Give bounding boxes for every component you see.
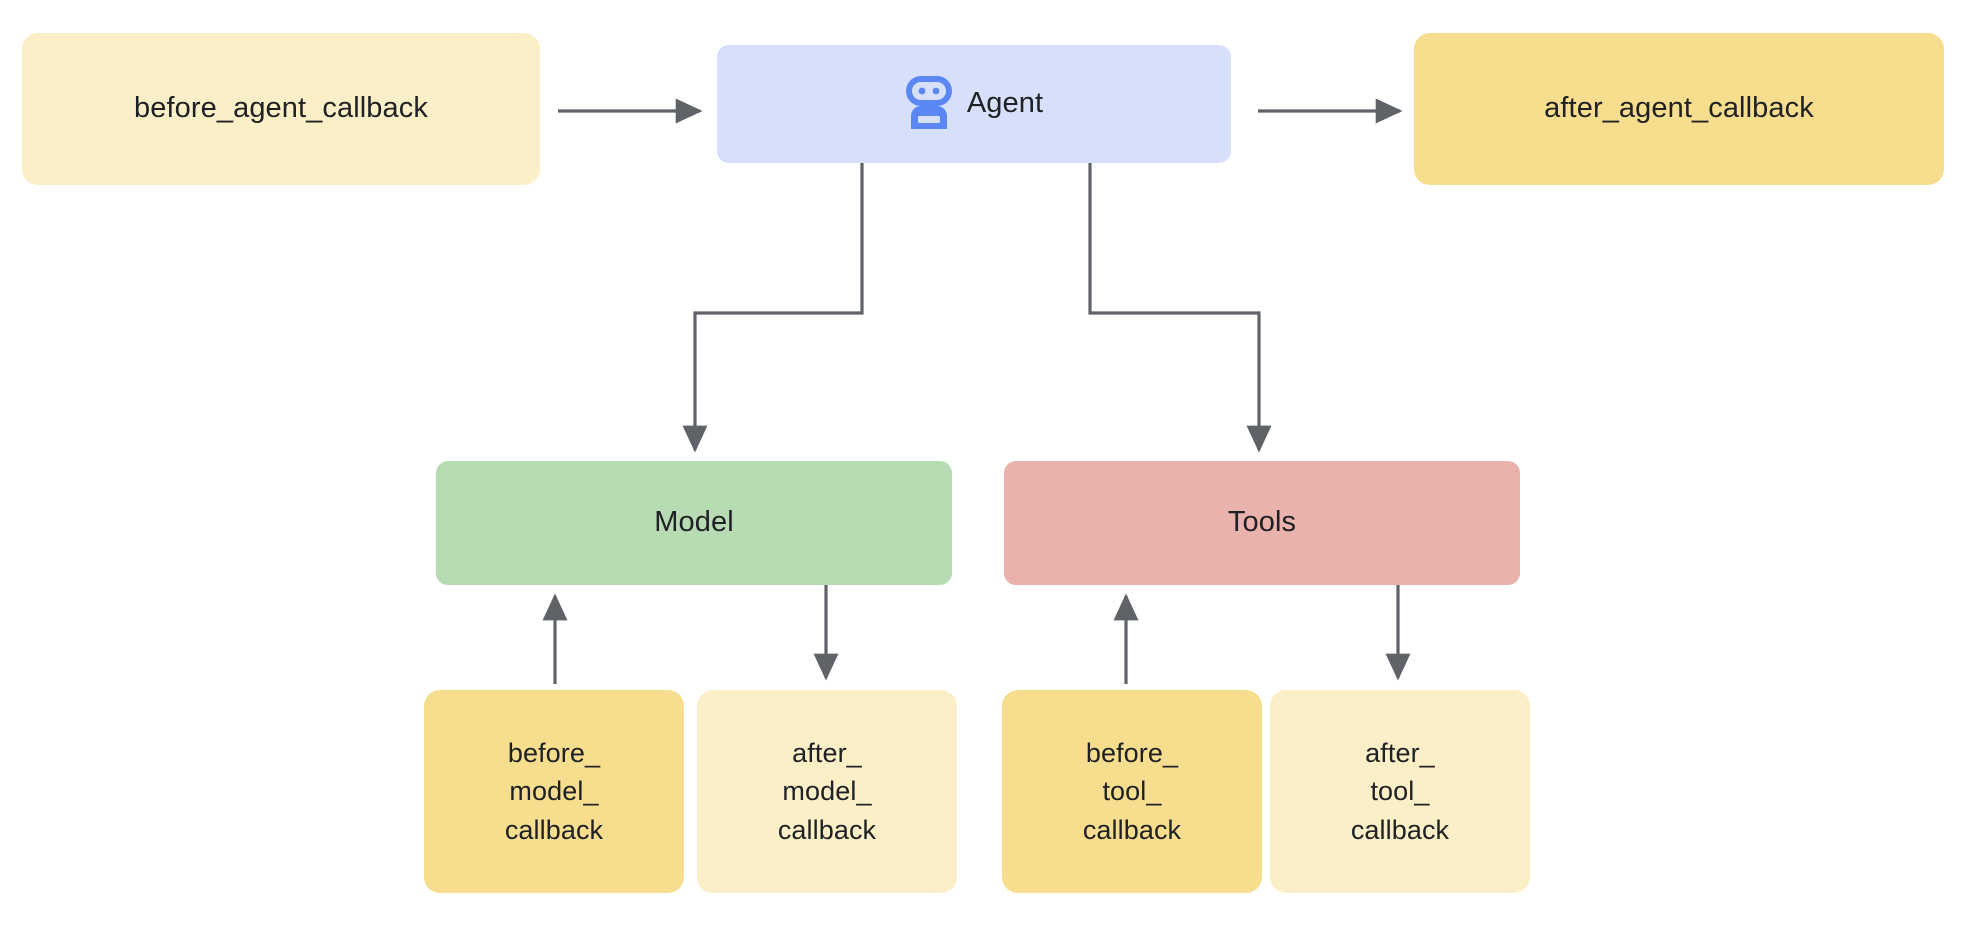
node-tools-label: Tools [1227,506,1297,539]
node-model[interactable]: Model [436,461,952,585]
node-before-model-callback[interactable]: before_ model_ callback [424,690,684,893]
node-after-model-callback-label: after_ model_ callback [777,738,877,845]
node-before-agent-callback[interactable]: before_agent_callback [22,33,540,185]
edge-agent-to-model [682,163,864,453]
node-before-tool-callback[interactable]: before_ tool_ callback [1002,690,1262,893]
node-after-tool-callback-label: after_ tool_ callback [1350,738,1450,845]
node-before-tool-callback-label: before_ tool_ callback [1082,738,1182,845]
robot-icon [905,76,953,132]
node-after-agent-callback-label: after_agent_callback [1544,92,1814,125]
node-before-model-callback-label: before_ model_ callback [504,738,604,845]
node-agent-label: Agent [966,87,1044,120]
node-tools[interactable]: Tools [1004,461,1520,585]
edge-agent-to-tools [1088,163,1272,453]
node-after-agent-callback[interactable]: after_agent_callback [1414,33,1944,185]
node-agent[interactable]: Agent [717,45,1231,163]
node-after-tool-callback[interactable]: after_ tool_ callback [1270,690,1530,893]
node-before-agent-callback-label: before_agent_callback [134,92,428,125]
node-after-model-callback[interactable]: after_ model_ callback [697,690,957,893]
node-model-label: Model [654,506,734,539]
